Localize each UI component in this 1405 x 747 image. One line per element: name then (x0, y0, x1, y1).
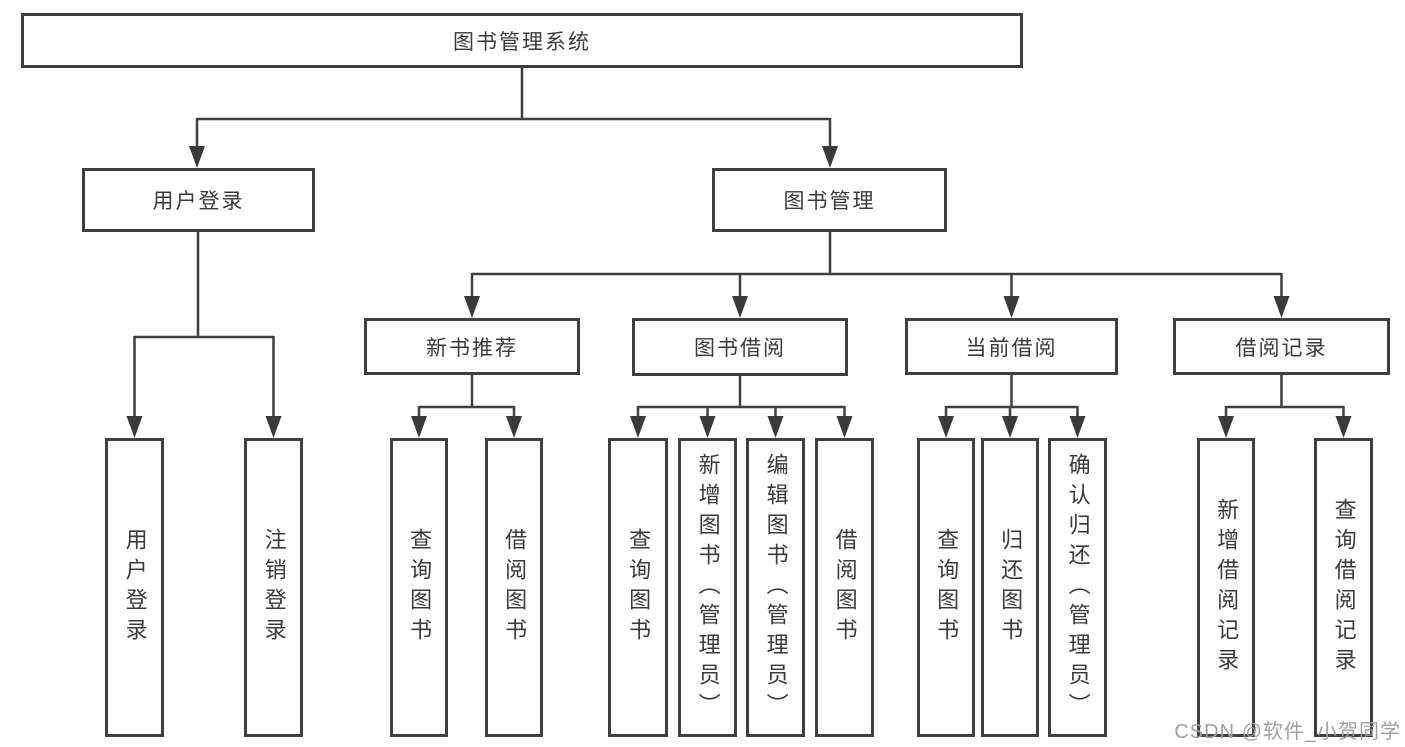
leaf-borrowing-query-books-label: 查询图书 (626, 527, 652, 648)
leaf-borrowing-borrow-books: 借阅图书 (815, 438, 874, 737)
node-book-management: 图书管理 (712, 168, 947, 232)
arrowheads (126, 146, 1352, 438)
node-book-borrowing: 图书借阅 (632, 318, 848, 376)
node-book-borrowing-label: 图书借阅 (694, 337, 786, 360)
leaf-user-login: 用户登录 (105, 438, 164, 737)
leaf-records-query-record: 查询借阅记录 (1314, 438, 1373, 737)
node-borrowing-records: 借阅记录 (1173, 318, 1390, 375)
leaf-current-confirm-return-admin: 确认归还（管理员） (1048, 438, 1107, 737)
leaf-records-add-record-label: 新增借阅记录 (1214, 497, 1240, 678)
node-user-login: 用户登录 (82, 168, 315, 232)
leaf-newbook-borrow-books: 借阅图书 (485, 438, 543, 737)
leaf-borrowing-query-books: 查询图书 (608, 438, 668, 737)
leaf-newbook-borrow-books-label: 借阅图书 (502, 527, 528, 648)
node-book-management-label: 图书管理 (783, 190, 876, 213)
leaf-borrowing-add-books-admin: 新增图书（管理员） (678, 438, 737, 737)
leaf-newbook-query-books: 查询图书 (390, 438, 448, 737)
leaf-records-add-record: 新增借阅记录 (1197, 438, 1255, 737)
leaf-current-return-books: 归还图书 (981, 438, 1039, 737)
leaf-borrowing-edit-books-admin: 编辑图书（管理员） (746, 438, 805, 737)
leaf-logout-label: 注销登录 (261, 527, 287, 648)
leaf-borrowing-edit-books-admin-label: 编辑图书（管理员） (763, 452, 789, 723)
node-root-system-label: 图书管理系统 (453, 30, 591, 54)
node-root-system: 图书管理系统 (21, 13, 1023, 68)
leaf-user-login-label: 用户登录 (122, 527, 148, 648)
leaf-current-return-books-label: 归还图书 (998, 527, 1024, 648)
leaf-logout: 注销登录 (244, 438, 303, 737)
leaf-borrowing-borrow-books-label: 借阅图书 (832, 527, 858, 648)
csdn-watermark: CSDN @软件_小贺同学 (1174, 721, 1401, 743)
leaf-newbook-query-books-label: 查询图书 (407, 527, 433, 648)
node-new-book-recommend-label: 新书推荐 (426, 336, 518, 360)
node-current-borrowing: 当前借阅 (905, 318, 1118, 375)
node-user-login-label: 用户登录 (152, 190, 245, 213)
node-borrowing-records-label: 借阅记录 (1235, 336, 1328, 360)
leaf-current-query-books: 查询图书 (917, 438, 975, 737)
node-current-borrowing-label: 当前借阅 (965, 336, 1058, 360)
leaf-borrowing-add-books-admin-label: 新增图书（管理员） (695, 452, 721, 723)
leaf-current-query-books-label: 查询图书 (934, 527, 960, 648)
node-new-book-recommend: 新书推荐 (364, 318, 580, 375)
leaf-current-confirm-return-admin-label: 确认归还（管理员） (1065, 452, 1091, 723)
leaf-records-query-record-label: 查询借阅记录 (1331, 497, 1357, 678)
